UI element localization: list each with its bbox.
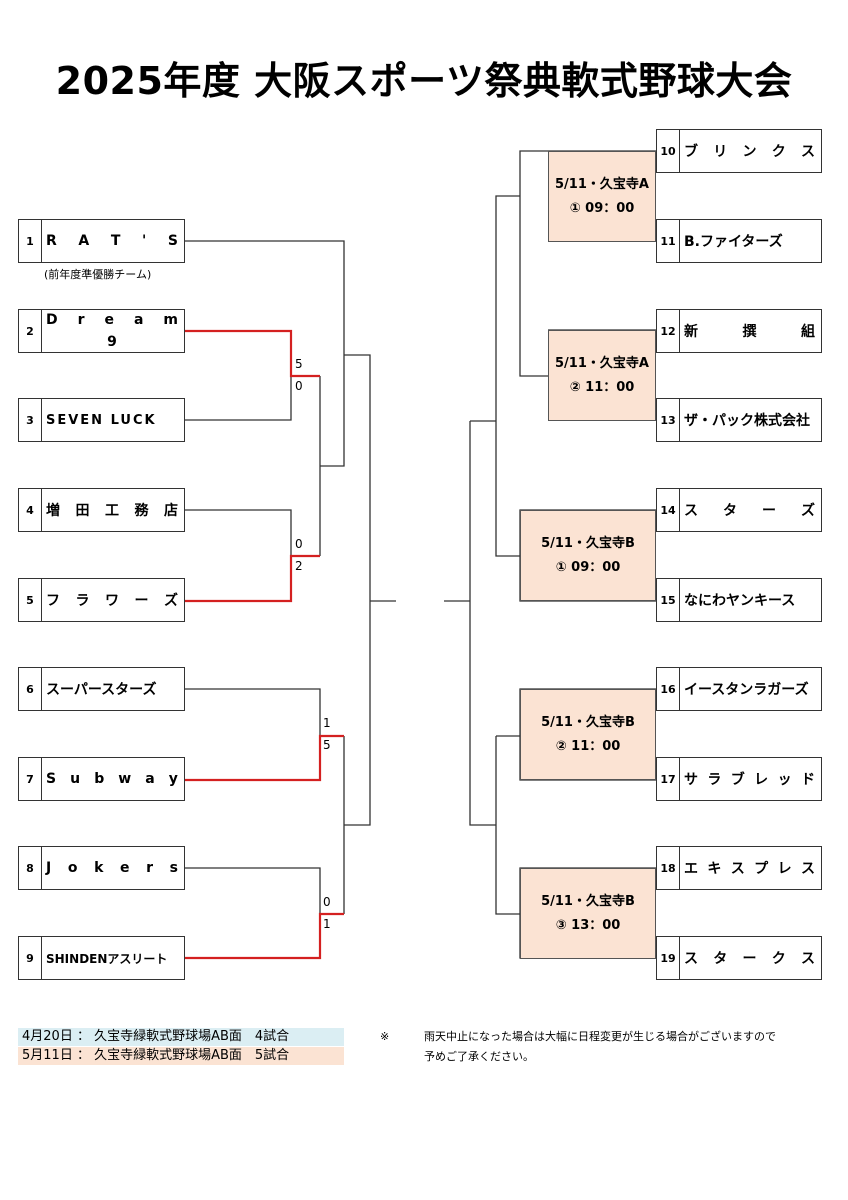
team-16: 16 イースタンラガーズ xyxy=(656,667,822,711)
team-3: 3 SEVEN LUCK xyxy=(18,398,185,442)
game-date-venue: 5/11・久宝寺A xyxy=(555,176,649,192)
legend-april: 4月20日 ： 久宝寺緑軟式野球場AB面 4試合 xyxy=(18,1028,344,1046)
team-name: ザ・パック株式会社 xyxy=(684,413,810,429)
game-box: 5/11・久宝寺B ① 09：00 xyxy=(520,510,656,601)
team-name: B.ファイターズ xyxy=(684,234,783,250)
team-9: 9 SHINDENアスリート xyxy=(18,936,185,980)
team-number: 3 xyxy=(19,399,42,441)
game-time: ② 11：00 xyxy=(555,738,621,754)
team-number: 12 xyxy=(657,310,680,352)
team-number: 18 xyxy=(657,847,680,889)
score: 2 xyxy=(295,559,303,573)
team-18: 18 エキスプレス xyxy=(656,846,822,890)
team-name: SEVEN LUCK xyxy=(46,412,157,428)
score: 0 xyxy=(295,379,303,393)
team-number: 2 xyxy=(19,310,42,352)
team-17: 17 サラブレッド xyxy=(656,757,822,801)
game-date-venue: 5/11・久宝寺B xyxy=(541,714,635,730)
game-date-venue: 5/11・久宝寺B xyxy=(541,535,635,551)
team-10: 10 ブリンクス xyxy=(656,129,822,173)
game-date-venue: 5/11・久宝寺B xyxy=(541,893,635,909)
team-number: 17 xyxy=(657,758,680,800)
team-number: 8 xyxy=(19,847,42,889)
page-title: 2025年度 大阪スポーツ祭典軟式野球大会 xyxy=(55,59,793,103)
team-number: 9 xyxy=(19,937,42,979)
game-time: ③ 13：00 xyxy=(555,917,621,933)
team-number: 14 xyxy=(657,489,680,531)
team-number: 5 xyxy=(19,579,42,621)
remark-line1: 雨天中止になった場合は大幅に日程変更が生じる場合がございますので xyxy=(424,1030,776,1043)
team-number: 1 xyxy=(19,220,42,262)
team-note: (前年度準優勝チーム) xyxy=(44,268,152,281)
team-name: ブリンクス xyxy=(684,144,817,160)
team-name: イースタンラガーズ xyxy=(684,682,809,698)
score: 5 xyxy=(323,738,331,752)
legend-may: 5月11日 ： 久宝寺緑軟式野球場AB面 5試合 xyxy=(18,1047,344,1065)
team-name: スーパースターズ xyxy=(46,682,157,698)
team-name: フラワーズ xyxy=(46,593,180,609)
score: 0 xyxy=(323,895,331,909)
team-number: 11 xyxy=(657,220,680,262)
team-15: 15 なにわヤンキース xyxy=(656,578,822,622)
team-number: 16 xyxy=(657,668,680,710)
team-number: 4 xyxy=(19,489,42,531)
game-box: 5/11・久宝寺B ③ 13：00 xyxy=(520,868,656,959)
remark-line2: 予めご了承ください。 xyxy=(424,1050,534,1063)
team-number: 19 xyxy=(657,937,680,979)
score: 1 xyxy=(323,716,331,730)
team-name: 新撰組 xyxy=(684,324,817,340)
score: 0 xyxy=(295,537,303,551)
team-name: SHINDENアスリート xyxy=(46,951,168,966)
team-13: 13 ザ・パック株式会社 xyxy=(656,398,822,442)
team-6: 6 スーパースターズ xyxy=(18,667,185,711)
team-number: 15 xyxy=(657,579,680,621)
team-4: 4 増田工務店 xyxy=(18,488,185,532)
team-12: 12 新撰組 xyxy=(656,309,822,353)
team-number: 13 xyxy=(657,399,680,441)
team-name: サラブレッド xyxy=(684,772,817,788)
game-time: ① 09：00 xyxy=(555,559,621,575)
game-time: ① 09：00 xyxy=(569,200,635,216)
game-time: ② 11：00 xyxy=(569,379,635,395)
team-name: エキスプレス xyxy=(684,861,817,877)
team-name: スタークス xyxy=(684,951,817,967)
game-date-venue: 5/11・久宝寺A xyxy=(555,355,649,371)
team-5: 5 フラワーズ xyxy=(18,578,185,622)
team-14: 14 スターズ xyxy=(656,488,822,532)
score: 1 xyxy=(323,917,331,931)
team-11: 11 B.ファイターズ xyxy=(656,219,822,263)
game-box: 5/11・久宝寺B ② 11：00 xyxy=(520,689,656,780)
team-number: 6 xyxy=(19,668,42,710)
team-name: なにわヤンキース xyxy=(684,593,796,609)
team-number: 7 xyxy=(19,758,42,800)
team-19: 19 スタークス xyxy=(656,936,822,980)
team-name: 増田工務店 xyxy=(46,503,180,519)
team-number: 10 xyxy=(657,130,680,172)
game-box: 5/11・久宝寺A ② 11：00 xyxy=(548,330,656,421)
score: 5 xyxy=(295,357,303,371)
remark-mark: ※ xyxy=(380,1030,390,1043)
game-box: 5/11・久宝寺A ① 09：00 xyxy=(548,151,656,242)
team-name: スターズ xyxy=(684,503,817,519)
